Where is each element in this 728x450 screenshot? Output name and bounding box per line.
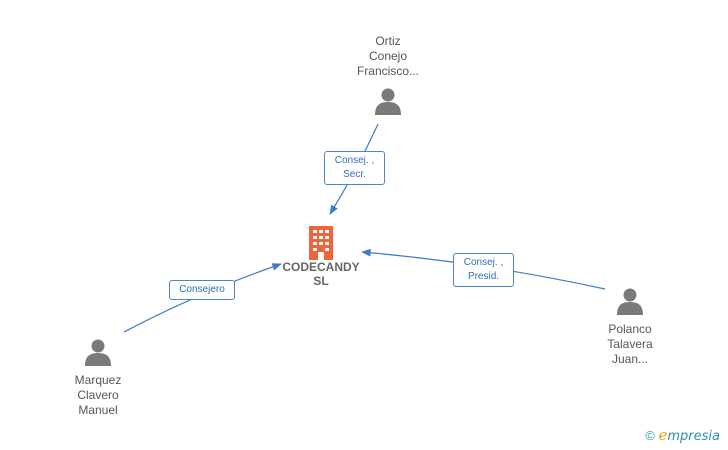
company-name-line2: SL [313, 274, 329, 288]
edge-label-line2: Presid. [467, 271, 500, 282]
edge-label-line2: Secr. [343, 169, 366, 180]
person-name-line1: Marquez [74, 373, 122, 387]
edge-label-ortiz[interactable]: Consej. , Secr. [324, 151, 385, 185]
person-node-ortiz[interactable]: Ortiz Conejo Francisco... [328, 34, 448, 116]
edge-label-line1: Consej. , [334, 155, 375, 166]
person-name-line1: Polanco [608, 322, 652, 336]
person-node-marquez[interactable]: Marquez Clavero Manuel [38, 337, 158, 418]
edge-label-line1: Consej. , [463, 257, 504, 268]
brand-logo: © empresia [645, 426, 720, 444]
person-icon [85, 339, 111, 366]
person-node-polanco[interactable]: Polanco Talavera Juan... [570, 286, 690, 367]
person-name-line2: Clavero [77, 388, 119, 402]
brand-rest: mpresia [667, 429, 720, 444]
person-icon [375, 88, 401, 115]
person-name-line3: Juan... [611, 352, 649, 366]
person-name-line3: Francisco... [356, 64, 419, 78]
building-icon [309, 226, 333, 260]
edge-label-polanco[interactable]: Consej. , Presid. [453, 253, 514, 287]
person-icon [617, 288, 643, 315]
person-name-line1: Ortiz [375, 34, 401, 48]
brand-e: e [658, 426, 668, 444]
edge-label-line1: Consejero [179, 284, 225, 295]
person-name-line2: Conejo [368, 49, 408, 63]
person-name-line3: Manuel [78, 403, 118, 417]
copyright-symbol: © [645, 428, 655, 443]
company-name-line1: CODECANDY [282, 260, 360, 274]
person-name-line2: Talavera [607, 337, 653, 351]
company-node[interactable]: CODECANDY SL [266, 224, 376, 288]
edge-label-marquez[interactable]: Consejero [169, 280, 235, 300]
